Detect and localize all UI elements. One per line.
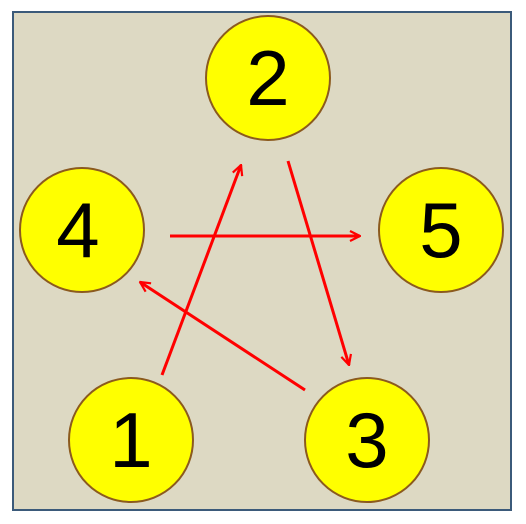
- node-1-circle: [68, 377, 194, 503]
- node-3: 3: [304, 377, 430, 503]
- node-4: 4: [19, 167, 145, 293]
- node-2: 2: [205, 15, 331, 141]
- edges-layer: [140, 160, 360, 392]
- node-4-circle: [19, 167, 145, 293]
- node-2-label: 2: [246, 34, 289, 122]
- node-5-circle: [378, 167, 504, 293]
- nodes-layer: 2 4 5 1 3: [19, 15, 504, 503]
- node-5: 5: [378, 167, 504, 293]
- arrow-3-to-4: [140, 282, 306, 392]
- node-3-circle: [304, 377, 430, 503]
- node-1-label: 1: [109, 396, 152, 484]
- node-1: 1: [68, 377, 194, 503]
- node-5-label: 5: [419, 186, 462, 274]
- arrow-1-to-2: [160, 165, 241, 376]
- node-3-label: 3: [345, 396, 388, 484]
- arrow-2-to-3: [286, 160, 349, 365]
- node-4-label: 4: [56, 186, 99, 274]
- node-2-circle: [205, 15, 331, 141]
